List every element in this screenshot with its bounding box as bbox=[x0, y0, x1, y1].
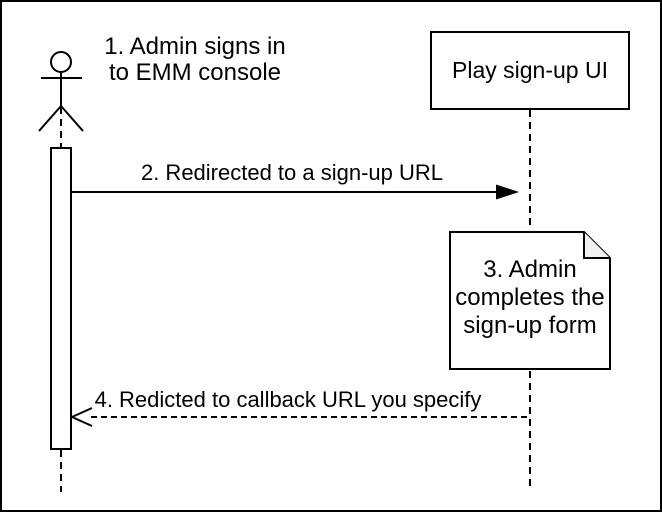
message-2-label: 2. Redirected to a sign-up URL bbox=[140, 160, 444, 185]
participant-box: Play sign-up UI bbox=[430, 31, 630, 110]
message-4-arrowhead-icon bbox=[69, 407, 93, 427]
participant-label: Play sign-up UI bbox=[452, 57, 608, 83]
actor-right-leg bbox=[60, 105, 84, 132]
note-label: 3. Admin completes the sign-up form bbox=[455, 256, 605, 339]
note-outline bbox=[449, 231, 611, 370]
actor-head bbox=[50, 51, 72, 73]
activation-bar bbox=[50, 147, 72, 450]
message-4-label: 4. Redicted to callback URL you specify bbox=[94, 387, 482, 412]
actor-icon bbox=[38, 51, 84, 132]
message-4-arrow bbox=[69, 407, 530, 427]
note-fold-corner-icon bbox=[583, 232, 610, 259]
note-shape bbox=[449, 231, 611, 370]
message-2-arrowhead-icon bbox=[496, 184, 519, 200]
message-2-arrow bbox=[72, 184, 519, 200]
actor-label: 1. Admin signs in to EMM console bbox=[104, 33, 286, 86]
actor-left-leg bbox=[38, 105, 62, 132]
